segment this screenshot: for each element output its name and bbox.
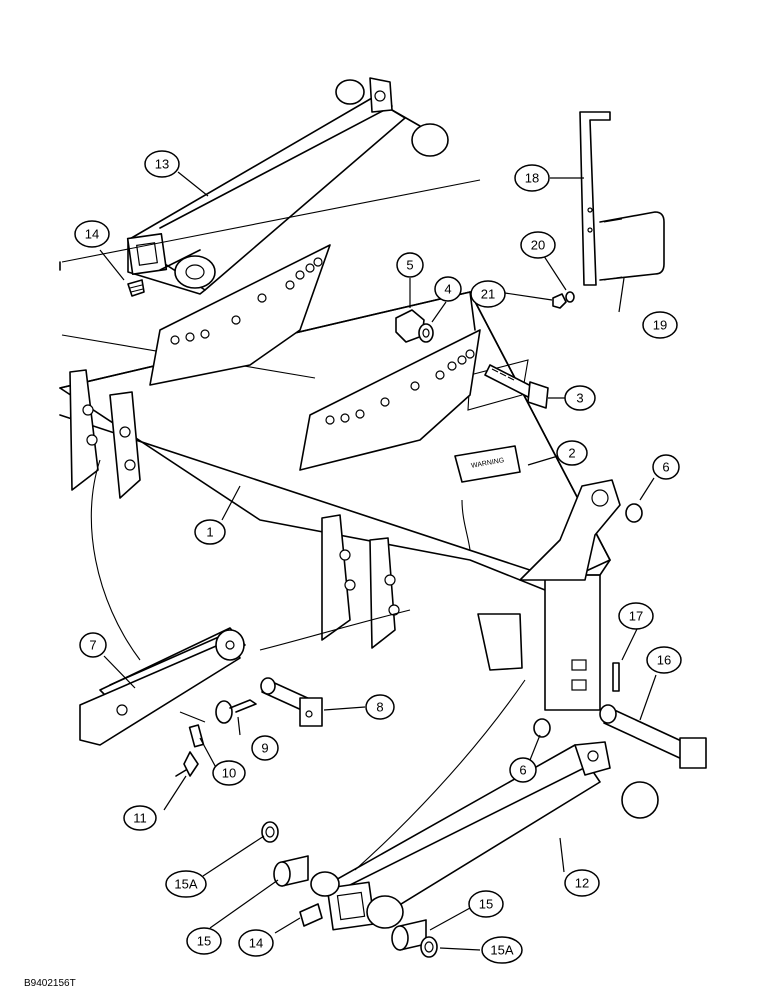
part-4-washer — [418, 323, 434, 343]
callout-12-label: 12 — [575, 876, 589, 891]
callout-11: 11 — [123, 805, 157, 831]
part-1-mount-plate-left — [149, 244, 331, 386]
part-12-lower-arm — [310, 679, 659, 931]
callout-2: 2 — [556, 440, 588, 466]
callout-6-lower-label: 6 — [519, 763, 526, 778]
part-13-upper-arm — [126, 77, 449, 295]
part-6-bushing-upper — [625, 503, 643, 523]
callout-3-label: 3 — [576, 391, 583, 406]
callout-19: 19 — [642, 311, 678, 339]
part-3-bolt — [484, 364, 549, 409]
part-20-lock-washer — [565, 291, 575, 303]
leader-lines — [99, 171, 657, 951]
callout-17-label: 17 — [629, 609, 643, 624]
callout-1-label: 1 — [206, 525, 213, 540]
callout-15A-left: 15A — [165, 870, 207, 898]
part-15-bushing-left — [273, 855, 309, 887]
callout-7: 7 — [79, 632, 107, 658]
part-11-hairpin — [175, 751, 199, 777]
callout-6-upper-label: 6 — [662, 460, 669, 475]
part-1-clevis-left — [69, 369, 141, 661]
callout-9-label: 9 — [261, 741, 268, 756]
part-17-roll-pin — [612, 662, 620, 692]
part-14-grease-fitting-upper — [127, 279, 145, 297]
callout-4: 4 — [434, 276, 462, 302]
callout-14-lower-label: 14 — [249, 936, 263, 951]
callout-13-label: 13 — [155, 157, 169, 172]
callout-20: 20 — [520, 231, 556, 259]
part-14-grease-fitting-lower — [299, 903, 323, 927]
callout-15A-right: 15A — [481, 936, 523, 964]
figure-code: B9402156T — [24, 978, 76, 989]
callout-14-upper-label: 14 — [85, 227, 99, 242]
callout-20-label: 20 — [531, 238, 545, 253]
callout-15-left-label: 15 — [197, 934, 211, 949]
part-15A-washer-left — [261, 821, 279, 843]
callout-6-lower: 6 — [509, 757, 537, 783]
callout-13: 13 — [144, 150, 180, 178]
part-9-pin-clip — [215, 699, 257, 724]
part-6-bushing-lower — [533, 718, 551, 738]
callout-18: 18 — [514, 164, 550, 192]
callout-15-right: 15 — [468, 890, 504, 918]
callout-5-label: 5 — [406, 258, 413, 273]
callout-15-left: 15 — [186, 927, 222, 955]
callout-6-upper: 6 — [652, 454, 680, 480]
part-7-hitch — [79, 627, 246, 746]
part-16-pin — [599, 704, 707, 769]
callout-18-label: 18 — [525, 171, 539, 186]
part-19-u-bolt — [599, 211, 665, 281]
callout-15A-left-label: 15A — [174, 877, 197, 892]
part-15A-washer-right — [420, 936, 438, 958]
callout-9: 9 — [251, 735, 279, 761]
callout-3: 3 — [564, 385, 596, 411]
callout-12: 12 — [564, 869, 600, 897]
part-10-pin — [188, 724, 205, 748]
part-18-bracket — [579, 111, 611, 286]
part-21-nut — [552, 293, 567, 309]
callout-1: 1 — [194, 519, 226, 545]
callout-21-label: 21 — [481, 287, 495, 302]
callout-19-label: 19 — [653, 318, 667, 333]
part-1-clevis-center — [259, 514, 411, 651]
callout-10-label: 10 — [222, 766, 236, 781]
callout-14-upper: 14 — [74, 220, 110, 248]
callout-4-label: 4 — [444, 282, 451, 297]
part-1-mount-plate-right — [299, 329, 481, 471]
callout-16-label: 16 — [657, 653, 671, 668]
callout-14-lower: 14 — [238, 929, 274, 957]
callout-11-label: 11 — [133, 811, 147, 826]
callout-15-right-label: 15 — [479, 897, 493, 912]
callout-16: 16 — [646, 646, 682, 674]
callout-15A-right-label: 15A — [490, 943, 513, 958]
callout-7-label: 7 — [89, 638, 96, 653]
callout-2-label: 2 — [568, 446, 575, 461]
callout-21: 21 — [470, 280, 506, 308]
callout-10: 10 — [212, 760, 246, 786]
callout-17: 17 — [618, 602, 654, 630]
callout-8-label: 8 — [376, 700, 383, 715]
part-2-decal: WARNING — [454, 445, 521, 551]
callout-8: 8 — [365, 694, 395, 720]
callout-5: 5 — [396, 252, 424, 278]
part-8-pin — [260, 677, 323, 727]
